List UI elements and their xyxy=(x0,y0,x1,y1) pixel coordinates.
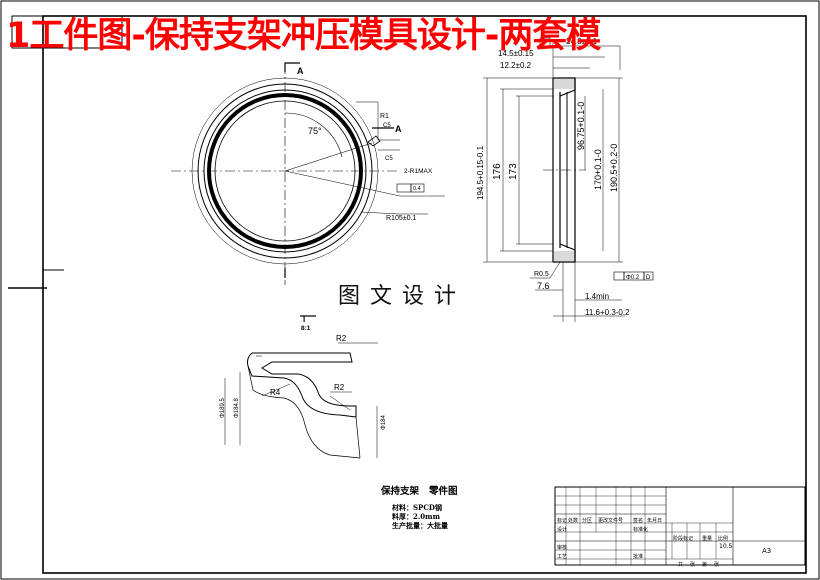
detail-scale: 8:1 xyxy=(301,325,311,332)
dim-12: 12.2±0.2 xyxy=(500,61,532,70)
dim-14: 14.5±0.15 xyxy=(498,49,534,58)
dim-r05: R0.5 xyxy=(534,271,549,278)
flatness-value: 0.4 xyxy=(413,186,421,192)
detail-view xyxy=(224,315,378,459)
tb-process: 工艺 xyxy=(557,554,568,560)
dim-11: 11.6+0.3-0.2 xyxy=(585,308,630,317)
tb-count: 处数 xyxy=(568,518,579,524)
detail-hatch xyxy=(256,355,351,411)
r1max-leader xyxy=(284,170,401,197)
tb-scale-value: 10.5 xyxy=(719,543,733,550)
r05-leader xyxy=(549,261,561,279)
r105-dimension: R105±0.1 xyxy=(386,215,416,222)
slot-angle-line xyxy=(284,142,373,172)
tb-zone: 分区 xyxy=(582,518,593,524)
angle-dimension: 75° xyxy=(308,126,322,136)
material-spec: 材料：SPCD钢 xyxy=(392,503,442,512)
detail-profile-outer xyxy=(252,352,357,417)
position-datum: D xyxy=(646,275,651,281)
dim-173: 173 xyxy=(508,163,519,180)
front-view xyxy=(171,62,445,285)
tb-standard: 标准化 xyxy=(633,527,649,533)
section-view xyxy=(483,37,654,322)
tb-weight: 重量 xyxy=(702,536,713,542)
center-note: 图文设计 xyxy=(338,284,467,309)
r105-leader xyxy=(360,211,399,215)
tb-total: 共 xyxy=(678,562,684,568)
dim-24: 24.8±0.1 xyxy=(566,37,598,46)
datum-box-top xyxy=(539,37,551,47)
tb-scale-label: 比例 xyxy=(718,536,729,542)
outer-wall-circle xyxy=(203,89,367,253)
tb-design: 设计 xyxy=(557,527,568,533)
c5-dimension-b: C5 xyxy=(385,156,393,162)
inner-rim-circle xyxy=(207,93,363,249)
top-left-frame xyxy=(11,15,123,49)
dim-176: 176 xyxy=(492,163,503,180)
position-tolerance: Φ0.2 xyxy=(626,275,640,281)
detail-d184: Φ184 xyxy=(381,415,387,430)
tb-approve: 批准 xyxy=(633,554,644,560)
outer-flange-circle xyxy=(197,83,373,259)
position-symbol-frame xyxy=(613,271,625,281)
position-datum-frame xyxy=(643,271,654,281)
thickness-spec: 料厚：2.0mm xyxy=(392,512,440,521)
angle-arc xyxy=(284,112,343,158)
detail-profile-inner xyxy=(247,352,357,418)
r1-dimension: R1 xyxy=(380,113,389,120)
r1max-dimension: 2-R1MAX xyxy=(404,168,433,175)
part-name: 保持支架 xyxy=(381,486,420,497)
tb-format: A3 xyxy=(762,547,772,555)
top-hatch xyxy=(554,79,574,89)
detail-r2b: R2 xyxy=(334,383,345,392)
tb-change: 更改文件号 xyxy=(598,518,624,524)
tb-review: 审核 xyxy=(557,545,568,551)
dim-190: 190.5+0.2-0 xyxy=(609,144,619,192)
section-label-top: A xyxy=(297,66,304,76)
title-block-frame xyxy=(554,486,806,566)
title-block xyxy=(554,486,806,566)
detail-label: I xyxy=(303,315,305,324)
flatness-value-frame xyxy=(410,183,425,193)
tb-mark: 标记 xyxy=(557,518,568,524)
detail-break-line xyxy=(247,365,361,459)
part-title: 保持支架 零件图 xyxy=(381,483,457,497)
sheet-inner-border xyxy=(42,15,807,574)
dim-170: 170+0.1-0 xyxy=(593,149,603,190)
tb-date: 年月日 xyxy=(647,518,663,524)
tb-sheet: 张 xyxy=(714,562,720,568)
tb-sign: 签名 xyxy=(633,518,644,524)
flatness-frame xyxy=(396,183,412,193)
r1-leader xyxy=(356,101,400,141)
tb-number: 第 xyxy=(702,562,708,568)
c5-dimension-a: C5 xyxy=(383,123,391,129)
tb-sheets: 张 xyxy=(690,562,696,568)
detail-d1848: Φ184.8 xyxy=(234,398,240,418)
dim-194: 194.5+0.15-0.1 xyxy=(476,145,485,200)
section-arrow-top xyxy=(284,62,300,72)
detail-r2a: R2 xyxy=(336,334,347,343)
detail-r4: R4 xyxy=(270,388,281,397)
bottom-hatch xyxy=(554,251,574,261)
top-flange xyxy=(553,77,576,97)
detail-r4-leader xyxy=(261,383,291,397)
drawing-type: 零件图 xyxy=(428,486,458,497)
section-label-right: A xyxy=(395,124,402,134)
title-banner: 1工件图-保持支架冲压模具设计-两套模 xyxy=(6,16,601,56)
dim-1: 1.4min xyxy=(585,292,609,301)
r105-arc xyxy=(191,77,379,265)
inner-bore-circle xyxy=(214,100,356,242)
dim-7: 7.6 xyxy=(537,281,550,291)
dim-96: 96.75+0.1-0 xyxy=(576,102,586,150)
detail-d1895: Φ189.5 xyxy=(220,398,226,418)
detail-right-edge xyxy=(355,416,361,459)
slot-notch xyxy=(367,135,381,147)
bottom-flange xyxy=(553,243,576,263)
tb-stage: 阶段标记 xyxy=(673,536,694,542)
batch-spec: 生产批量：大批量 xyxy=(392,521,448,530)
